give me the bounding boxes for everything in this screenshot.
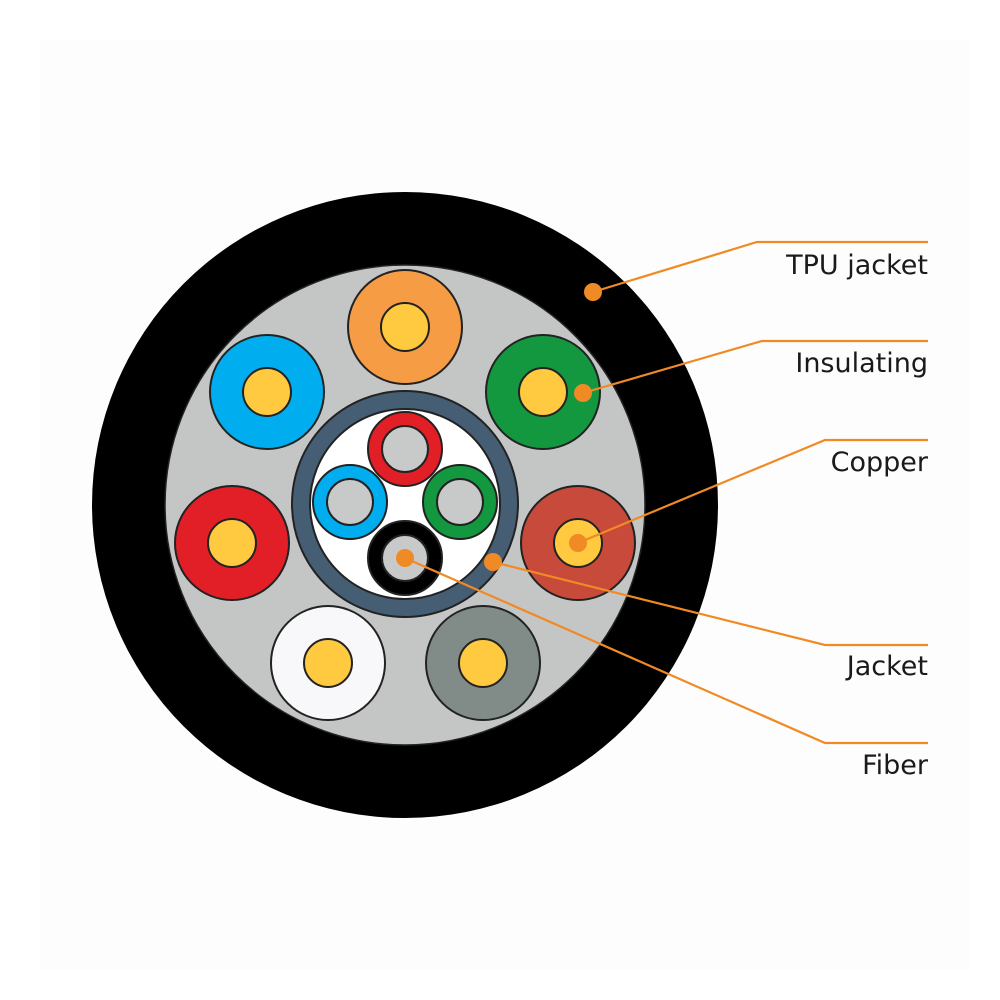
marker-dot-tpu-jacket — [584, 283, 602, 301]
fiber-red — [367, 411, 443, 487]
marker-dot-jacket — [484, 553, 502, 571]
marker-dot-copper — [569, 534, 587, 552]
copper-conductor-blue — [209, 334, 325, 450]
leader-line-insulating — [582, 339, 928, 395]
marker-dot-fiber — [396, 549, 414, 567]
marker-dot-insulating — [574, 384, 592, 402]
leader-line-tpu-jacket — [592, 240, 928, 294]
leader-line-copper — [577, 438, 928, 545]
label-jacket: Jacket — [845, 651, 928, 682]
fiber-blue — [312, 464, 388, 540]
fiber-green — [422, 464, 498, 540]
label-copper: Copper — [831, 447, 929, 478]
label-tpu-jacket: TPU jacket — [785, 250, 928, 281]
label-insulating: Insulating — [795, 348, 928, 379]
leader-line-fiber — [404, 556, 928, 745]
copper-conductor-white — [270, 605, 386, 721]
leader-line-jacket — [492, 560, 928, 647]
copper-conductor-grey — [425, 605, 541, 721]
copper-conductor-red — [174, 485, 290, 601]
copper-conductor-orange — [347, 269, 463, 385]
copper-conductor-green — [485, 334, 601, 450]
inner-jacket-core — [309, 408, 501, 600]
label-fiber: Fiber — [862, 750, 929, 781]
